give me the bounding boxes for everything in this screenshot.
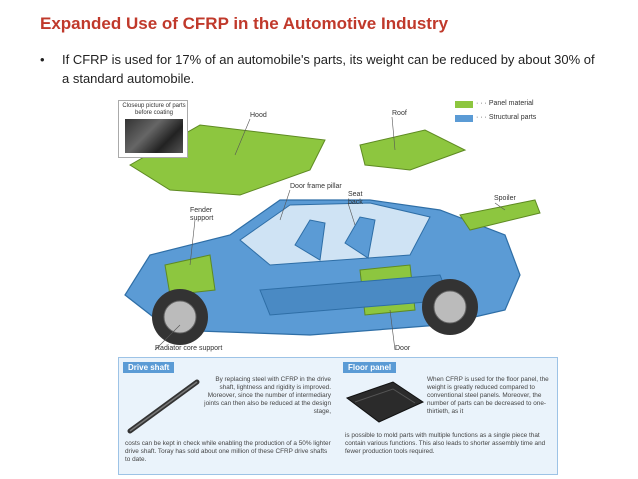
front-wheel-rim [163,300,197,334]
legend-panel-material: · · · Panel material [476,100,534,107]
bullet-symbol: • [40,52,45,67]
floor-panel-panel: Floor panel When CFRP is used for the fl… [343,362,553,470]
legend-structural-parts: · · · Structural parts [476,114,537,121]
label-hood: Hood [250,112,267,119]
label-fender-support: Fender support [190,207,214,222]
roof-panel [359,129,467,171]
drive-shaft-text-1: By replacing steel with CFRP in the driv… [204,376,331,415]
rear-wheel-rim [433,290,467,324]
label-roof: Roof [392,110,407,117]
bullet-text: If CFRP is used for 17% of an automobile… [62,52,595,86]
label-door-frame-pillar: Door frame pillar [290,183,342,190]
label-seat-back: Seat back [348,191,363,206]
label-radiator-core-support: Radiator core support [155,345,223,352]
carbon-fiber-image [125,119,183,153]
car-illustration [124,116,541,351]
slide-title: Expanded Use of CFRP in the Automotive I… [40,14,449,33]
fender-panel [164,254,216,296]
floor-panel-text-1: When CFRP is used for the floor panel, t… [427,376,549,415]
leader-lines [154,116,506,351]
drive-shaft-panel: Drive shaft By replacing steel with CFRP… [123,362,333,470]
cabin-frame [239,202,431,266]
legend-swatch-structural [455,115,473,122]
floor-panel-image [345,381,425,423]
cfrp-car-diagram: Closeup picture of parts before coating … [110,95,558,475]
label-door: Door [395,345,411,352]
seat-right [344,216,376,259]
seat-left [294,219,326,261]
legend-swatch-panel [455,101,473,108]
floor-panel-title: Floor panel [343,362,397,373]
spoiler-panel [459,199,541,231]
drive-shaft-text-2: costs can be kept in check while enablin… [125,440,331,463]
floor-panel-text-2: is possible to mold parts with multiple … [345,432,546,455]
closeup-inset: Closeup picture of parts before coating [118,100,188,158]
closeup-caption: Closeup picture of parts before coating [122,103,186,116]
drive-shaft-image [127,379,200,434]
label-spoiler: Spoiler [494,195,516,202]
detail-panels: Drive shaft By replacing steel with CFRP… [118,357,558,475]
drive-shaft-title: Drive shaft [123,362,175,373]
